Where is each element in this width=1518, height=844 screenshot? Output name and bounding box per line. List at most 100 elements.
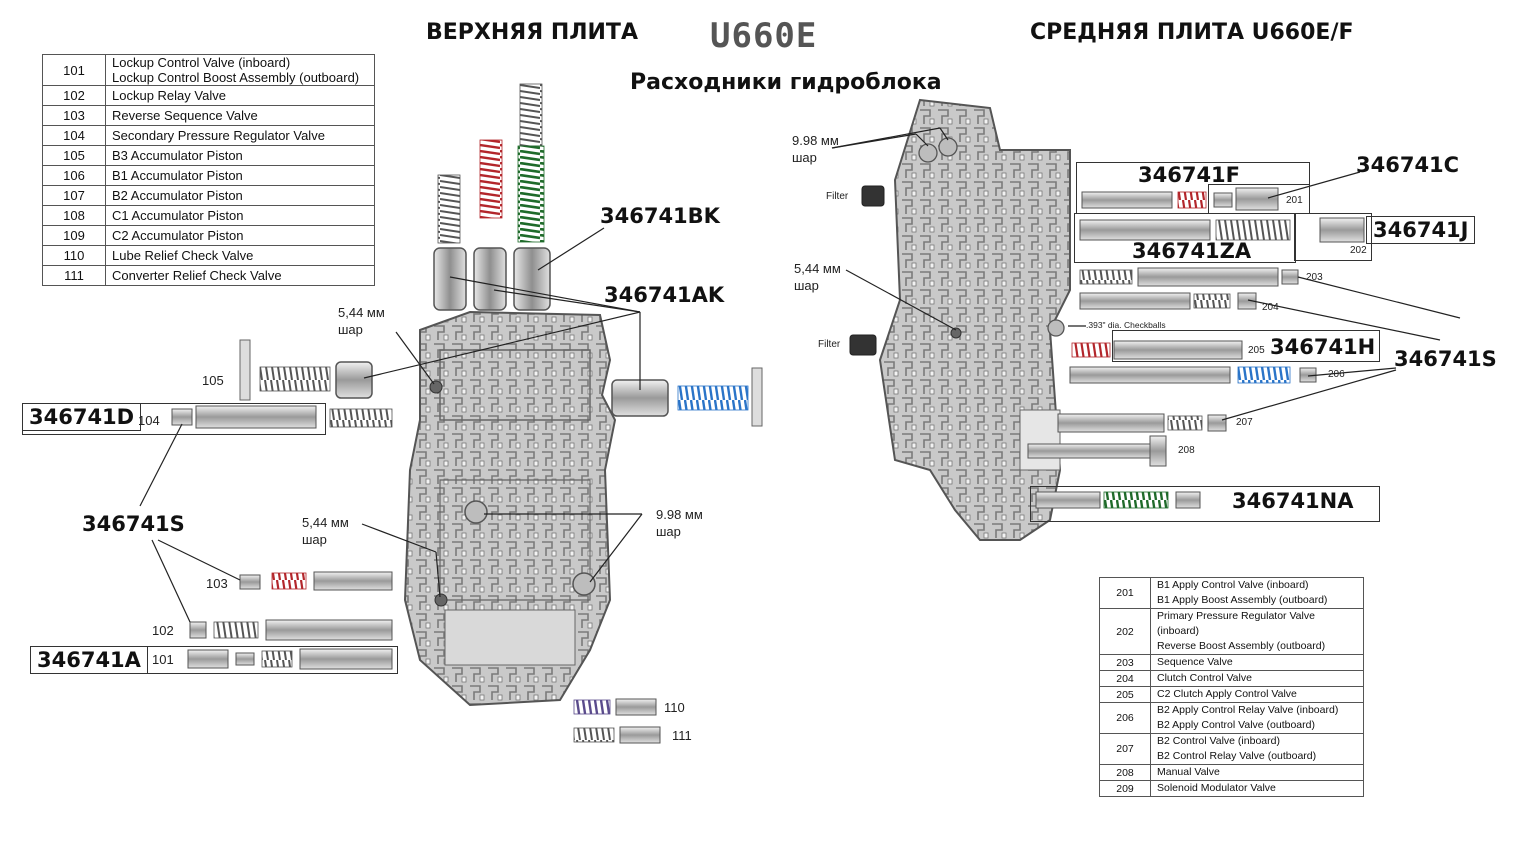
legend-description-line: Manual Valve (1157, 766, 1220, 778)
part-number-f: 346741F (1138, 163, 1241, 187)
legend-description-line: C2 Accumulator Piston (112, 228, 244, 243)
callout-103: 103 (206, 576, 228, 591)
legend-description: Reverse Sequence Valve (105, 105, 375, 126)
legend-description-line: B2 Control Relay Valve (outboard) (1157, 750, 1317, 762)
legend-description-line: Clutch Control Valve (1157, 672, 1252, 684)
legend-description: B3 Accumulator Piston (105, 145, 375, 166)
callout-filter-top: Filter (826, 191, 849, 202)
legend-description: Lube Relief Check Valve (105, 245, 375, 266)
upper-valve-body-plate (403, 310, 617, 707)
legend-description: Clutch Control Valve (1150, 670, 1364, 687)
legend-row: 205 C2 Clutch Apply Control Valve (1099, 686, 1364, 703)
legend-description-line: Reverse Sequence Valve (112, 108, 258, 123)
legend-description-line: Secondary Pressure Regulator Valve (112, 128, 325, 143)
legend-row: 208 Manual Valve (1099, 764, 1364, 781)
ball-label-upper-544-a: 5,44 мм шар (338, 305, 385, 337)
callout-110: 110 (664, 700, 685, 715)
callout-203: 203 (1306, 272, 1323, 283)
part-number-za: 346741ZA (1132, 239, 1252, 263)
callout-104: 104 (138, 413, 160, 428)
check-valves-110-111 (573, 698, 661, 744)
legend-number: 104 (42, 125, 106, 146)
legend-number: 208 (1099, 764, 1151, 781)
legend-description: B2 Control Valve (inboard) B2 Control Rel… (1150, 733, 1364, 765)
legend-number: 207 (1099, 733, 1151, 765)
legend-description: Sequence Valve (1150, 654, 1364, 671)
part-number-bk: 346741BK (600, 204, 720, 228)
legend-description: C2 Accumulator Piston (105, 225, 375, 246)
callout-205: 205 (1248, 345, 1265, 356)
legend-number: 203 (1099, 654, 1151, 671)
callout-102: 102 (152, 623, 174, 638)
legend-row: 209 Solenoid Modulator Valve (1099, 780, 1364, 797)
legend-number: 105 (42, 145, 106, 166)
legend-number: 108 (42, 205, 106, 226)
legend-description: B1 Accumulator Piston (105, 165, 375, 186)
legend-number: 206 (1099, 702, 1151, 734)
group-box-na (1030, 486, 1380, 522)
legend-number: 109 (42, 225, 106, 246)
group-box-j (1294, 213, 1372, 261)
part-number-j: 346741J (1366, 216, 1476, 244)
legend-description-line: C2 Clutch Apply Control Valve (1157, 688, 1297, 700)
upper-accumulator-group (433, 83, 551, 311)
part-number-s-right: 346741S (1394, 347, 1497, 371)
legend-row: 105 B3 Accumulator Piston (42, 145, 375, 166)
middle-valve-body-plate (878, 98, 1071, 541)
part-number-h: 346741H (1270, 335, 1376, 359)
legend-number: 110 (42, 245, 106, 266)
legend-description: B2 Accumulator Piston (105, 185, 375, 206)
ball-label-upper-544-b: 5,44 мм шар (302, 515, 349, 547)
leader-lines (139, 127, 1461, 623)
valve-103 (239, 571, 393, 591)
legend-number: 107 (42, 185, 106, 206)
legend-description-line: B2 Control Valve (inboard) (1157, 735, 1280, 747)
callout-201: 201 (1286, 195, 1303, 206)
legend-description-line: C1 Accumulator Piston (112, 208, 244, 223)
callout-206: 206 (1328, 369, 1345, 380)
callout-filter-mid: Filter (818, 339, 841, 350)
piston-105 (239, 339, 373, 401)
ball-label-upper-998: 9.98 мм шар (656, 507, 703, 539)
valve-102 (189, 619, 393, 641)
legend-row: 108 C1 Accumulator Piston (42, 205, 375, 226)
legend-description: C2 Clutch Apply Control Valve (1150, 686, 1364, 703)
legend-description-line: B1 Apply Control Valve (inboard) (1157, 579, 1309, 591)
legend-description-line: B2 Apply Control Valve (outboard) (1157, 719, 1315, 731)
middle-valves (1027, 187, 1365, 509)
group-box-h (1112, 330, 1380, 362)
group-box-a (30, 646, 398, 674)
piston-blue-spring (611, 367, 763, 427)
part-number-c: 346741C (1356, 153, 1460, 177)
legend-description-line: Lockup Control Boost Assembly (outboard) (112, 70, 360, 85)
legend-number: 205 (1099, 686, 1151, 703)
legend-description: B2 Apply Control Relay Valve (inboard)B2… (1150, 702, 1364, 734)
valve-101 (187, 648, 393, 670)
legend-number: 201 (1099, 577, 1151, 609)
legend-description-line: B3 Accumulator Piston (112, 148, 243, 163)
legend-description-line: Solenoid Modulator Valve (1157, 782, 1276, 794)
legend-row: 104 Secondary Pressure Regulator Valve (42, 125, 375, 146)
filters (849, 185, 885, 356)
callout-111: 111 (672, 728, 692, 743)
subtitle: Расходники гидроблока (630, 70, 942, 95)
legend-number: 202 (1099, 608, 1151, 655)
legend-number: 209 (1099, 780, 1151, 797)
legend-description-line: Primary Pressure Regulator Valve (inboar… (1157, 610, 1315, 637)
middle-plate-title: СРЕДНЯЯ ПЛИТА U660E/F (1030, 20, 1354, 45)
part-number-s-left: 346741S (82, 512, 185, 536)
ball-label-middle-998: 9.98 мм шар (792, 133, 839, 165)
legend-description-line: Lockup Relay Valve (112, 88, 226, 103)
legend-description: Converter Relief Check Valve (105, 265, 375, 286)
callout-101: 101 (152, 652, 174, 667)
ball-label-middle-544: 5,44 мм шар (794, 261, 841, 293)
